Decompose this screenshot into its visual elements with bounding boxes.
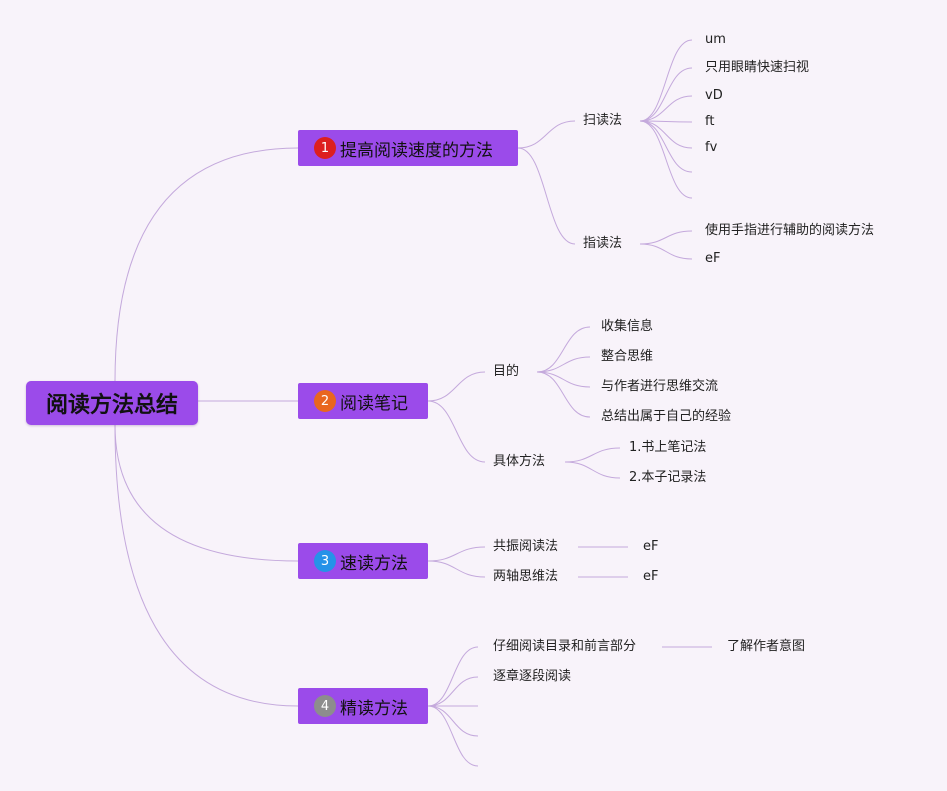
branch-label: 速读方法 bbox=[340, 553, 408, 574]
connector-line bbox=[114, 147, 299, 382]
priority-4-icon: 4 bbox=[314, 695, 336, 717]
branch-label: 精读方法 bbox=[340, 698, 408, 719]
topic-two-axis-thinking[interactable]: 两轴思维法 bbox=[493, 569, 559, 584]
connector-line bbox=[536, 356, 591, 373]
topic-chapter-by-chapter[interactable]: 逐章逐段阅读 bbox=[493, 669, 572, 684]
subtopic-item[interactable]: 只用眼睛快速扫视 bbox=[705, 60, 810, 75]
connector-line bbox=[114, 424, 299, 707]
connector-line bbox=[427, 371, 486, 402]
root-node[interactable]: 阅读方法总结 bbox=[26, 381, 198, 425]
connector-line bbox=[639, 243, 693, 260]
connector-line bbox=[427, 646, 479, 707]
subtopic-item[interactable]: ft bbox=[705, 114, 715, 129]
connector-line bbox=[517, 147, 576, 245]
topic-skim-reading[interactable]: 扫读法 bbox=[583, 113, 623, 128]
topic-finger-reading[interactable]: 指读法 bbox=[583, 236, 623, 251]
priority-2-icon: 2 bbox=[314, 390, 336, 412]
branch-node-intensive-reading[interactable]: 4 精读方法 bbox=[298, 688, 428, 724]
connector-line bbox=[536, 371, 591, 388]
connector-line bbox=[639, 120, 693, 149]
branch-label: 阅读笔记 bbox=[340, 393, 408, 414]
connector-line bbox=[536, 371, 591, 418]
subtopic-item[interactable]: 了解作者意图 bbox=[727, 639, 806, 654]
connector-line bbox=[427, 560, 486, 578]
connector-line bbox=[536, 326, 591, 373]
subtopic-item[interactable]: 整合思维 bbox=[601, 349, 654, 364]
subtopic-item[interactable]: eF bbox=[705, 251, 721, 266]
connector-line bbox=[114, 424, 299, 562]
subtopic-item[interactable]: 2.本子记录法 bbox=[629, 470, 707, 485]
branch-node-reading-speed[interactable]: 1 提高阅读速度的方法 bbox=[298, 130, 518, 166]
root-label: 阅读方法总结 bbox=[45, 393, 178, 418]
branch-node-speed-reading[interactable]: 3 速读方法 bbox=[298, 543, 428, 579]
connector-line bbox=[427, 676, 479, 707]
connector-line bbox=[427, 705, 479, 767]
branch-label: 提高阅读速度的方法 bbox=[340, 140, 493, 161]
connector-line bbox=[427, 705, 479, 737]
subtopic-item[interactable]: 1.书上笔记法 bbox=[629, 440, 707, 455]
connector-line bbox=[639, 95, 693, 122]
connector-line bbox=[639, 39, 693, 122]
topic-resonance-reading[interactable]: 共振阅读法 bbox=[493, 539, 559, 554]
branch-node-reading-notes[interactable]: 2 阅读笔记 bbox=[298, 383, 428, 419]
subtopic-item[interactable]: eF bbox=[643, 539, 659, 554]
connector-line bbox=[639, 120, 693, 173]
connector-line bbox=[639, 120, 693, 199]
topic-methods[interactable]: 具体方法 bbox=[493, 454, 546, 469]
subtopic-item[interactable]: fv bbox=[705, 140, 718, 155]
connector-line bbox=[427, 400, 486, 463]
subtopic-item[interactable]: eF bbox=[643, 569, 659, 584]
subtopic-item[interactable]: 总结出属于自己的经验 bbox=[601, 409, 732, 424]
topic-read-toc-preface[interactable]: 仔细阅读目录和前言部分 bbox=[493, 639, 637, 654]
subtopic-item[interactable]: um bbox=[705, 32, 726, 47]
subtopic-item[interactable]: 与作者进行思维交流 bbox=[601, 379, 719, 394]
priority-1-icon: 1 bbox=[314, 137, 336, 159]
subtopic-item[interactable]: 收集信息 bbox=[601, 319, 654, 334]
connector-line bbox=[639, 67, 693, 122]
connector-line bbox=[564, 461, 621, 479]
connector-line bbox=[427, 546, 486, 562]
subtopic-item[interactable]: vD bbox=[705, 88, 723, 103]
connector-line bbox=[564, 447, 621, 463]
topic-purpose[interactable]: 目的 bbox=[493, 364, 520, 379]
connector-line bbox=[639, 230, 693, 245]
connector-line bbox=[517, 120, 576, 149]
priority-3-icon: 3 bbox=[314, 550, 336, 572]
subtopic-item[interactable]: 使用手指进行辅助的阅读方法 bbox=[705, 223, 875, 238]
